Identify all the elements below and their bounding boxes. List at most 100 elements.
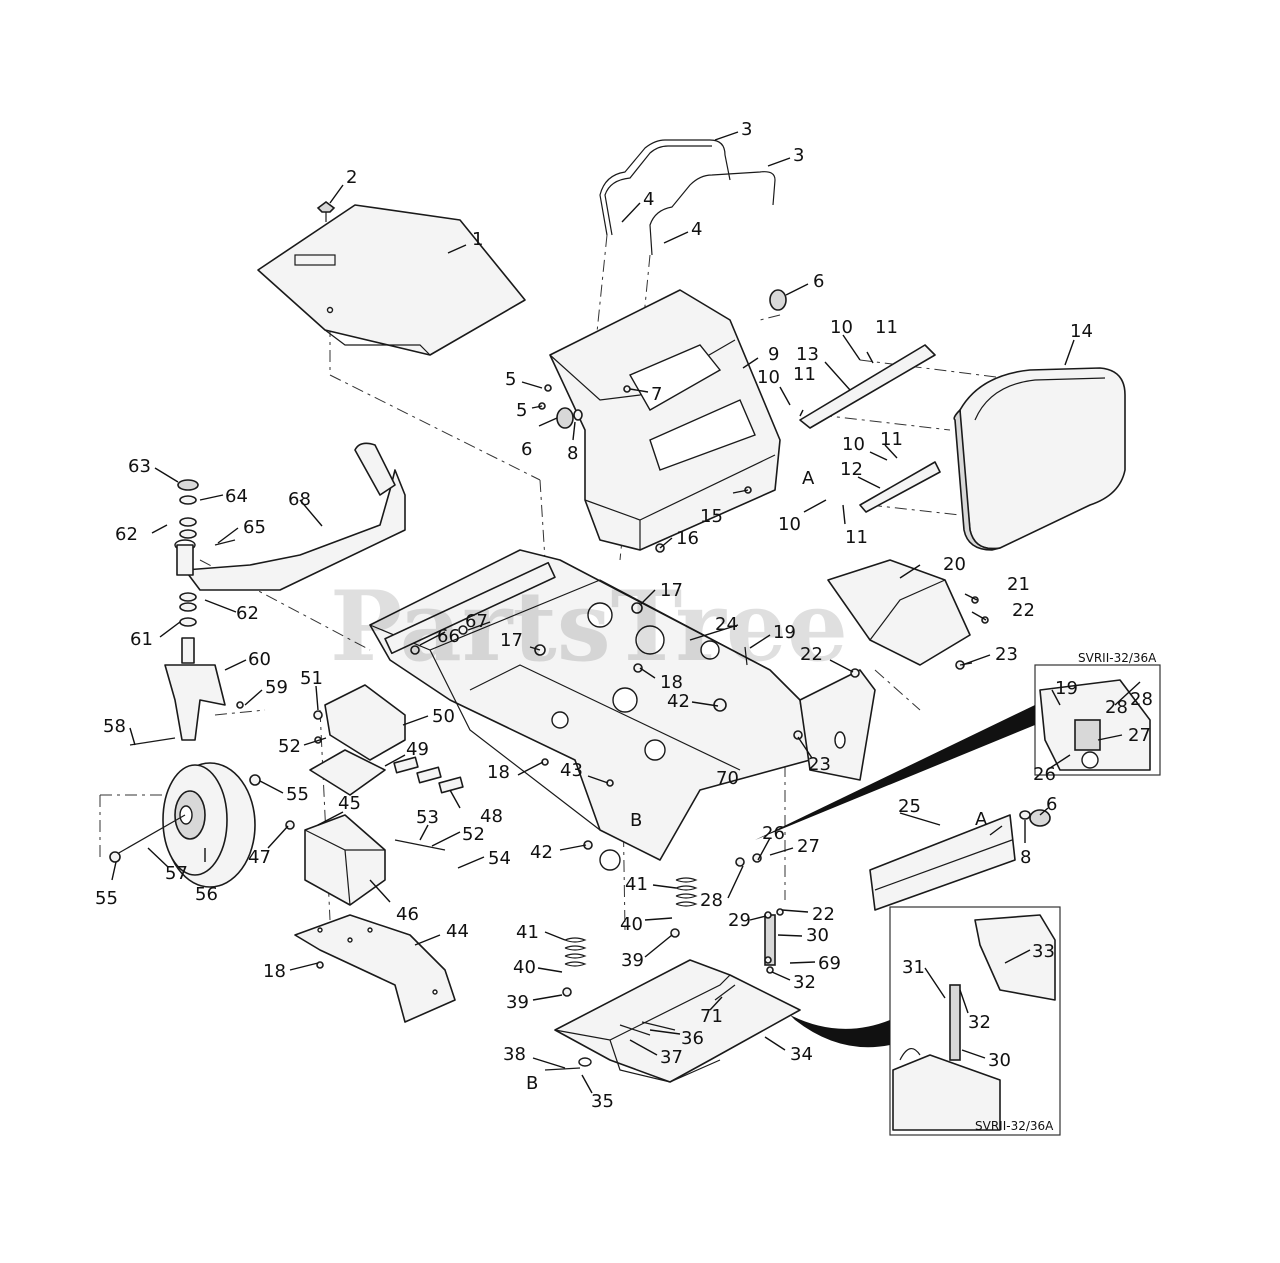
callout-32b: 32 (968, 1012, 991, 1033)
callout-62a: 62 (115, 524, 138, 545)
seat-bracket-part-13 (799, 344, 936, 429)
callout-30b: 30 (988, 1050, 1011, 1071)
callout-52a: 52 (278, 736, 301, 757)
callout-22a: 22 (1012, 600, 1035, 621)
callout-8b: 8 (1020, 847, 1031, 868)
callout-3a: 3 (741, 119, 752, 140)
callout-11c: 11 (880, 429, 903, 450)
callout-46: 46 (396, 904, 419, 925)
inset-pointer-bottom (790, 1015, 890, 1048)
inset-label-bottom: SVRII-32/36A (975, 1119, 1054, 1133)
control-handles-part-3 (599, 139, 776, 256)
callout-10b: 10 (757, 367, 780, 388)
callout-66: 66 (437, 626, 460, 647)
callout-58: 58 (103, 716, 126, 737)
callout-39a: 39 (621, 950, 644, 971)
battery-tray-part-46 (304, 814, 386, 906)
callout-10c: 10 (842, 434, 865, 455)
callout-10d: 10 (778, 514, 801, 535)
inset-pointer-top (755, 705, 1035, 840)
callout-26b: 26 (1033, 764, 1056, 785)
callout-6b: 6 (521, 439, 532, 460)
callout-48: 48 (480, 806, 503, 827)
battery-pad-part-49 (309, 749, 386, 796)
operator-platform-part-34 (554, 959, 801, 1083)
knob-part-2 (316, 201, 336, 222)
callout-57: 57 (165, 863, 188, 884)
springs-part-41 (564, 877, 698, 967)
callout-65: 65 (243, 517, 266, 538)
callout-28b: 28 (1105, 697, 1128, 718)
callout-11d: 11 (845, 527, 868, 548)
callout-49: 49 (406, 739, 429, 760)
callout-26a: 26 (762, 823, 785, 844)
callout-70: 70 (716, 768, 739, 789)
callout-20: 20 (943, 554, 966, 575)
ref-letter-a-panel: A (975, 809, 988, 830)
callout-10a: 10 (830, 317, 853, 338)
rear-panel-part-25 (869, 809, 1051, 911)
callout-27b: 27 (1128, 725, 1151, 746)
ref-letter-a-top: A (802, 468, 815, 489)
callout-42a: 42 (667, 691, 690, 712)
foot-plate-part-44 (294, 914, 456, 1023)
callout-12: 12 (840, 459, 863, 480)
console-part-9 (549, 289, 781, 551)
callout-6c: 6 (1046, 794, 1057, 815)
callout-3b: 3 (793, 145, 804, 166)
strap-part-53 (394, 839, 446, 851)
callout-37: 37 (660, 1047, 683, 1068)
callout-14: 14 (1070, 321, 1093, 342)
callout-22c: 22 (812, 904, 835, 925)
callout-11b: 11 (793, 364, 816, 385)
ref-letter-b-platform: B (526, 1073, 538, 1094)
callout-8a: 8 (567, 443, 578, 464)
callout-7: 7 (651, 384, 662, 405)
callout-45: 45 (338, 793, 361, 814)
callout-1: 1 (472, 229, 483, 250)
callout-numbers: 1 2 3 3 4 4 5 5 6 6 6 7 8 8 9 10 10 10 1… (95, 119, 1153, 1112)
callout-4a: 4 (643, 189, 654, 210)
callout-15: 15 (700, 506, 723, 527)
inset-detail-bottom (889, 906, 1061, 1136)
callout-31: 31 (902, 957, 925, 978)
callout-55a: 55 (286, 784, 309, 805)
pads-part-48 (393, 756, 464, 794)
callout-28a: 28 (700, 890, 723, 911)
callout-18b: 18 (487, 762, 510, 783)
callout-5a: 5 (505, 369, 516, 390)
callout-23a: 23 (995, 644, 1018, 665)
callout-29: 29 (728, 910, 751, 931)
ref-letter-b-frame: B (630, 810, 642, 831)
callout-19a: 19 (773, 622, 796, 643)
callout-52b: 52 (462, 824, 485, 845)
callout-41a: 41 (625, 874, 648, 895)
seat-part-14 (953, 367, 1126, 551)
callout-23b: 23 (808, 754, 831, 775)
callout-59: 59 (265, 677, 288, 698)
callout-55b: 55 (95, 888, 118, 909)
callout-39b: 39 (506, 992, 529, 1013)
callout-38: 38 (503, 1044, 526, 1065)
fender-part-20 (827, 559, 971, 666)
callout-13: 13 (796, 344, 819, 365)
callout-63: 63 (128, 456, 151, 477)
caster-bearing-stack (177, 479, 199, 627)
callout-18a: 18 (660, 672, 683, 693)
callout-41b: 41 (516, 922, 539, 943)
inset-label-top: SVRII-32/36A (1078, 651, 1157, 665)
callout-27a: 27 (797, 836, 820, 857)
callout-64: 64 (225, 486, 248, 507)
floor-pan-part-1 (257, 204, 526, 356)
main-frame-part-24 (369, 549, 811, 871)
callout-51: 51 (300, 668, 323, 689)
callout-21: 21 (1007, 574, 1030, 595)
callout-34: 34 (790, 1044, 813, 1065)
callout-28c: 28 (1130, 689, 1153, 710)
callout-53: 53 (416, 807, 439, 828)
callout-30a: 30 (806, 925, 829, 946)
callout-6a: 6 (813, 271, 824, 292)
callout-50: 50 (432, 706, 455, 727)
seat-bracket-part-12 (859, 461, 941, 513)
